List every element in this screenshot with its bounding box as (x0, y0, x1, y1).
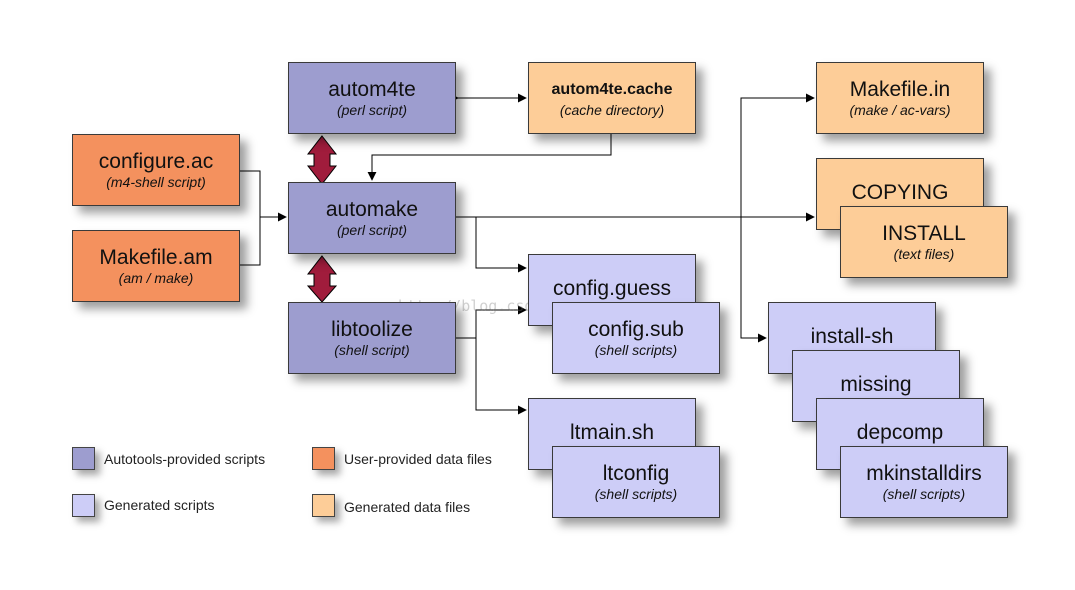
mkinstalldirs-box: mkinstalldirs (shell scripts) (840, 446, 1008, 518)
ltconfig-box: ltconfig (shell scripts) (552, 446, 720, 518)
libtoolize-subtitle: (shell script) (334, 341, 410, 358)
makefile-in-title: Makefile.in (849, 77, 951, 101)
makefile-in-box: Makefile.in (make / ac-vars) (816, 62, 984, 134)
config-sub-subtitle: (shell scripts) (594, 341, 678, 358)
autom4te-cache-title: autom4te.cache (551, 80, 673, 98)
copying-title: COPYING (851, 181, 949, 204)
makefile-in-subtitle: (make / ac-vars) (849, 101, 951, 118)
install-sh-arrow (740, 217, 767, 343)
makefile-am-subtitle: (am / make) (118, 269, 194, 286)
install-subtitle: (text files) (893, 245, 955, 262)
makefile-in-arrow (740, 93, 815, 217)
legend-label-autotools: Autotools-provided scripts (104, 451, 266, 467)
legend-label-generated-scripts: Generated scripts (104, 497, 215, 513)
ltconfig-title: ltconfig (602, 461, 670, 485)
install-title: INSTALL (882, 221, 966, 245)
legend-swatch-user (312, 447, 335, 470)
legend-label-generated-data: Generated data files (344, 499, 471, 515)
automake-libtoolize-double-arrow (306, 255, 338, 303)
ltmain-title: ltmain.sh (569, 421, 655, 444)
cache-to-automake-arrow (367, 134, 612, 181)
libtoolize-title: libtoolize (331, 317, 413, 341)
configure-ac-title: configure.ac (98, 149, 214, 173)
libtoolize-to-config-guess-arrow (475, 305, 527, 338)
mkinstalldirs-title: mkinstalldirs (866, 461, 982, 485)
autom4te-subtitle: (perl script) (336, 101, 407, 118)
automake-to-config-guess-arrow (475, 217, 527, 273)
depcomp-title: depcomp (856, 421, 944, 444)
automake-box: automake (perl script) (288, 182, 456, 254)
config-sub-title: config.sub (588, 317, 684, 341)
mkinstalldirs-subtitle: (shell scripts) (882, 485, 966, 502)
makefile-am-connector (240, 217, 261, 266)
install-sh-title: install-sh (810, 325, 894, 348)
automake-title: automake (325, 197, 419, 221)
missing-title: missing (840, 373, 912, 396)
configure-ac-connector (240, 170, 261, 217)
legend-label-user: User-provided data files (344, 451, 492, 467)
makefile-am-box: Makefile.am (am / make) (72, 230, 240, 302)
configure-ac-subtitle: (m4-shell script) (106, 173, 206, 190)
makefile-am-title: Makefile.am (99, 245, 213, 269)
legend-swatch-generated-scripts (72, 494, 95, 517)
automake-subtitle: (perl script) (336, 221, 407, 238)
libtoolize-to-ltmain-arrow (475, 338, 527, 415)
autom4te-box: autom4te (perl script) (288, 62, 456, 134)
legend-swatch-autotools (72, 447, 95, 470)
config-guess-title: config.guess (553, 277, 671, 300)
legend-swatch-generated-data (312, 494, 335, 517)
configure-ac-box: configure.ac (m4-shell script) (72, 134, 240, 206)
autom4te-cache-subtitle: (cache directory) (559, 101, 665, 118)
autom4te-automake-double-arrow (306, 135, 338, 185)
ltconfig-subtitle: (shell scripts) (594, 485, 678, 502)
libtoolize-box: libtoolize (shell script) (288, 302, 456, 374)
install-box: INSTALL (text files) (840, 206, 1008, 278)
autom4te-cache-box: autom4te.cache (cache directory) (528, 62, 696, 134)
config-sub-box: config.sub (shell scripts) (552, 302, 720, 374)
autom4te-title: autom4te (328, 77, 416, 101)
